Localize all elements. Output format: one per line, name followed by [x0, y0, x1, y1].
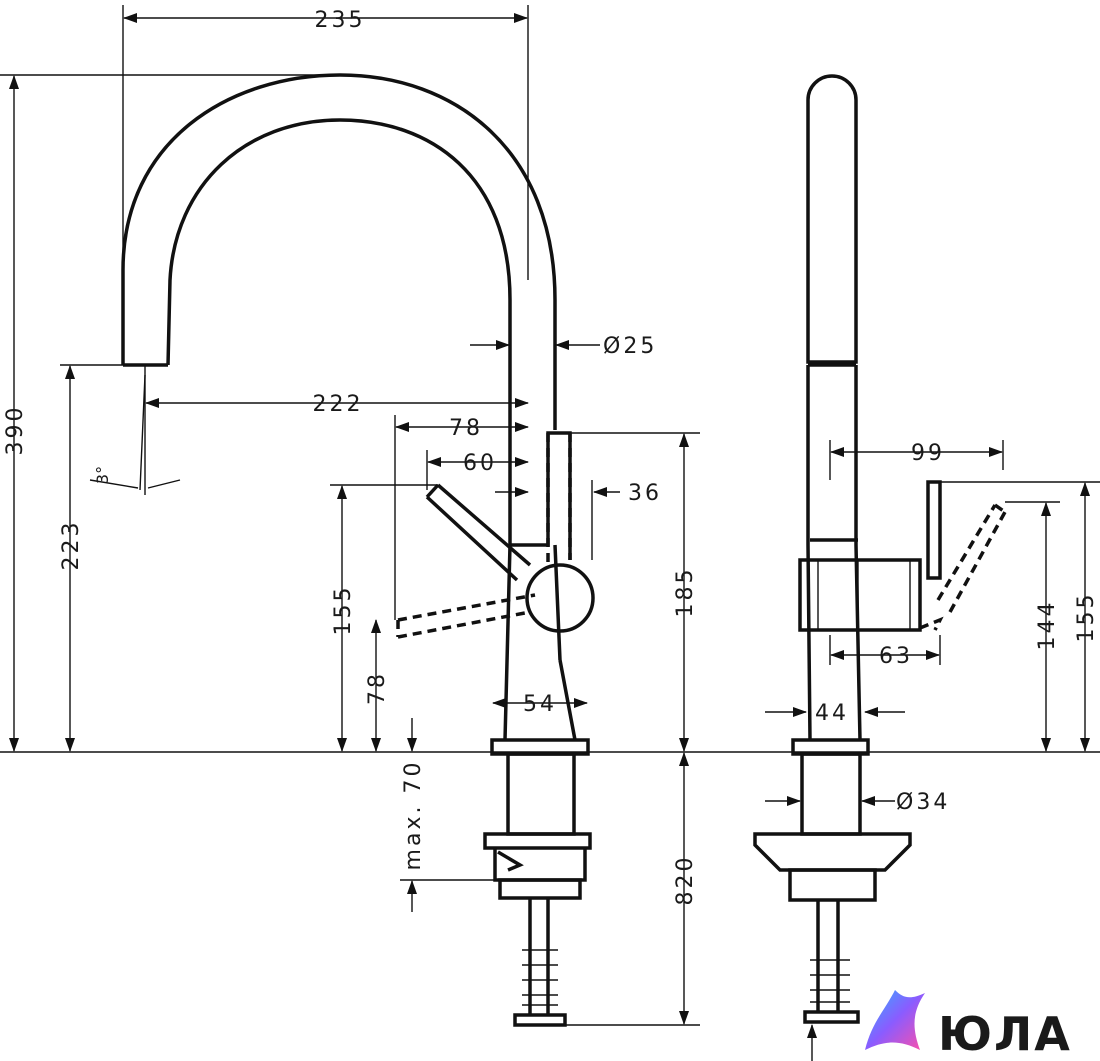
- spout-outer-curve: [121, 73, 557, 430]
- dim-99: 99: [911, 441, 945, 466]
- front-view: 235 390 223 222 3° Ø25 78 60 36 155 78 1…: [0, 5, 1100, 1027]
- dim-angle-3: 3°: [93, 466, 112, 484]
- dim-820: 820: [673, 855, 698, 906]
- dim-222: 222: [313, 392, 364, 417]
- dim-60: 60: [463, 451, 497, 476]
- dim-185: 185: [673, 567, 698, 618]
- dim-63: 63: [879, 644, 913, 669]
- dim-54: 54: [523, 692, 557, 717]
- thread-base: [498, 878, 582, 900]
- dim-155-front: 155: [331, 585, 356, 636]
- dim-36: 36: [628, 481, 662, 506]
- dim-390: 390: [3, 405, 28, 456]
- mount-clip: [497, 850, 524, 872]
- dim-max-70: max. 70: [401, 760, 426, 871]
- side-lever-alt-position: [919, 503, 1007, 631]
- brand-logo: ЮЛА: [865, 990, 1072, 1061]
- side-mount-washer: [753, 832, 912, 872]
- side-thread-base: [788, 868, 877, 902]
- hose-ribs: [522, 949, 558, 1006]
- lever-knob: [525, 563, 595, 633]
- dim-diameter-34: Ø34: [896, 790, 950, 815]
- dim-78-top: 78: [449, 416, 483, 441]
- dim-223: 223: [59, 520, 84, 571]
- dim-235: 235: [315, 8, 366, 33]
- side-body: [806, 365, 862, 741]
- dim-78-low: 78: [365, 671, 390, 705]
- dim-44: 44: [815, 701, 849, 726]
- side-supply-hoses: [803, 900, 860, 1024]
- lever-cap-top: [510, 431, 572, 560]
- side-cartridge: [798, 558, 922, 632]
- brand-star-icon: [865, 990, 925, 1050]
- supply-hoses: [513, 898, 567, 1027]
- mount-nut: [493, 848, 587, 882]
- side-lever-grip: [926, 480, 942, 580]
- side-mount-shank: [800, 752, 862, 836]
- side-spout: [806, 74, 858, 364]
- mount-washer: [483, 832, 592, 850]
- lever-handle: [425, 483, 532, 582]
- dim-155-side: 155: [1074, 592, 1099, 643]
- mount-shank: [506, 752, 576, 836]
- side-view: 99 63 44 Ø34 144 155: [753, 74, 1100, 1061]
- lever-alt-position: [396, 433, 572, 639]
- dim-diameter-25: Ø25: [603, 334, 657, 359]
- dim-144: 144: [1035, 600, 1060, 651]
- brand-name: ЮЛА: [938, 1007, 1072, 1061]
- spout-inner-curve: [166, 118, 512, 545]
